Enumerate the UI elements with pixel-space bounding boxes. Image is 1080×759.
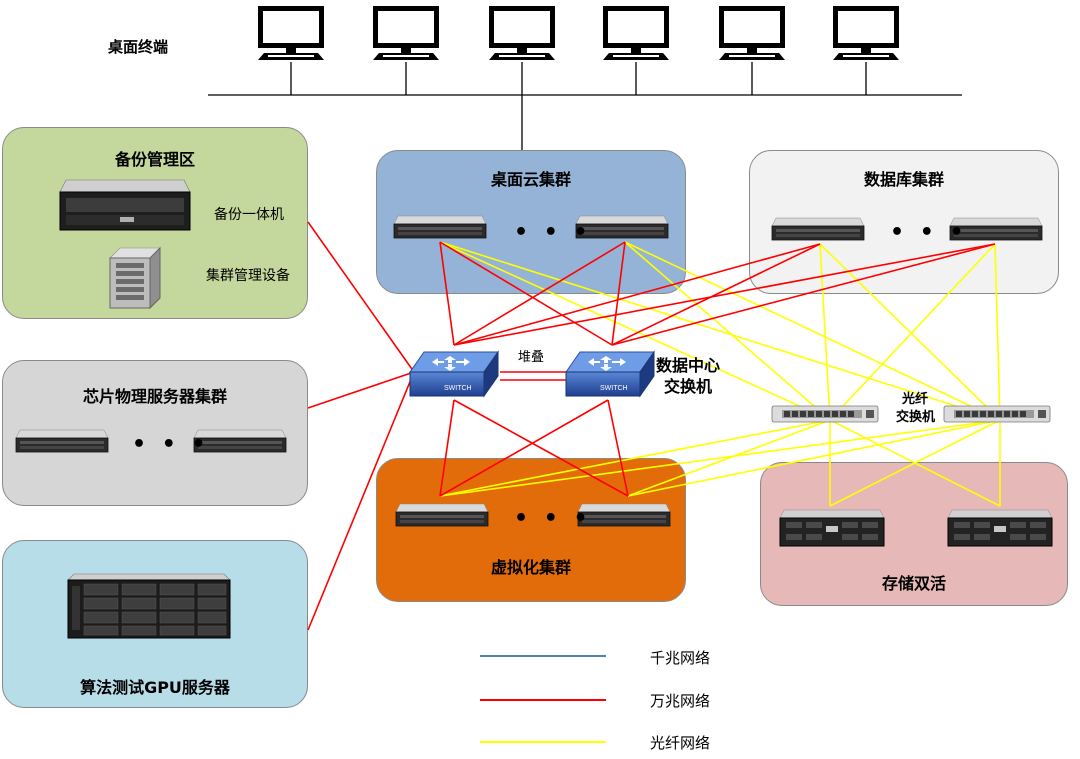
monitor-icon [373,6,439,60]
db-ellipsis: • • • [890,220,968,245]
fiber-switch-icon [771,405,879,423]
storage-array-icon [947,509,1053,547]
switch-device-text: SWITCH [444,385,472,392]
virt-ellipsis: • • • [514,506,592,531]
monitor-icon [719,6,785,60]
cluster-management-icon [109,246,161,310]
backup-appliance-label: 备份一体机 [214,207,284,223]
gpu-zone-title: 算法测试GPU服务器 [80,678,230,697]
terminal-icons [258,6,899,60]
chip-server-icon [15,429,109,453]
fc-switch-label-1: 光纤 [902,392,929,407]
fiber-links [439,241,1001,507]
monitor-icon [833,6,899,60]
storage-array-icon [779,509,885,547]
cluster-management-label: 集群管理设备 [206,268,290,284]
dc-switch-label-1: 数据中心 [656,356,721,375]
stack-label: 堆叠 [518,350,545,365]
dc-switch-label-2: 交换机 [664,377,713,396]
legend-label-fiber: 光纤网络 [650,734,711,752]
desktop-cloud-server-icon [393,215,487,239]
chip-ellipsis: • • • [132,432,210,457]
legend-label-ten-gigabit: 万兆网络 [650,692,711,710]
fc-switch-label-2: 交换机 [896,410,936,425]
virtualization-server-icon [577,503,671,527]
gpu-server-icon [67,573,231,639]
terminals-label: 桌面终端 [108,38,169,56]
desktop-cloud-title: 桌面云集群 [490,170,572,189]
backup-appliance-icon [59,179,191,231]
monitor-icon [258,6,324,60]
monitor-icon [489,6,555,60]
legend-label-gigabit: 千兆网络 [650,649,711,667]
virtualization-zone [376,458,686,602]
monitor-icon [603,6,669,60]
legend-lines [480,655,606,743]
switch-device-text: SWITCH [600,385,628,392]
virtualization-server-icon [395,503,489,527]
database-server-icon [771,217,865,241]
terminal-bus [208,62,962,150]
fiber-switch-icon [943,405,1051,423]
database-title: 数据库集群 [863,170,945,189]
storage-title: 存储双活 [881,574,947,593]
ten-gigabit-links [307,221,996,631]
chip-zone-title: 芯片物理服务器集群 [82,387,228,406]
virtualization-title: 虚拟化集群 [490,558,572,577]
cloud-ellipsis: • • • [514,220,592,245]
backup-zone-title: 备份管理区 [114,150,196,169]
